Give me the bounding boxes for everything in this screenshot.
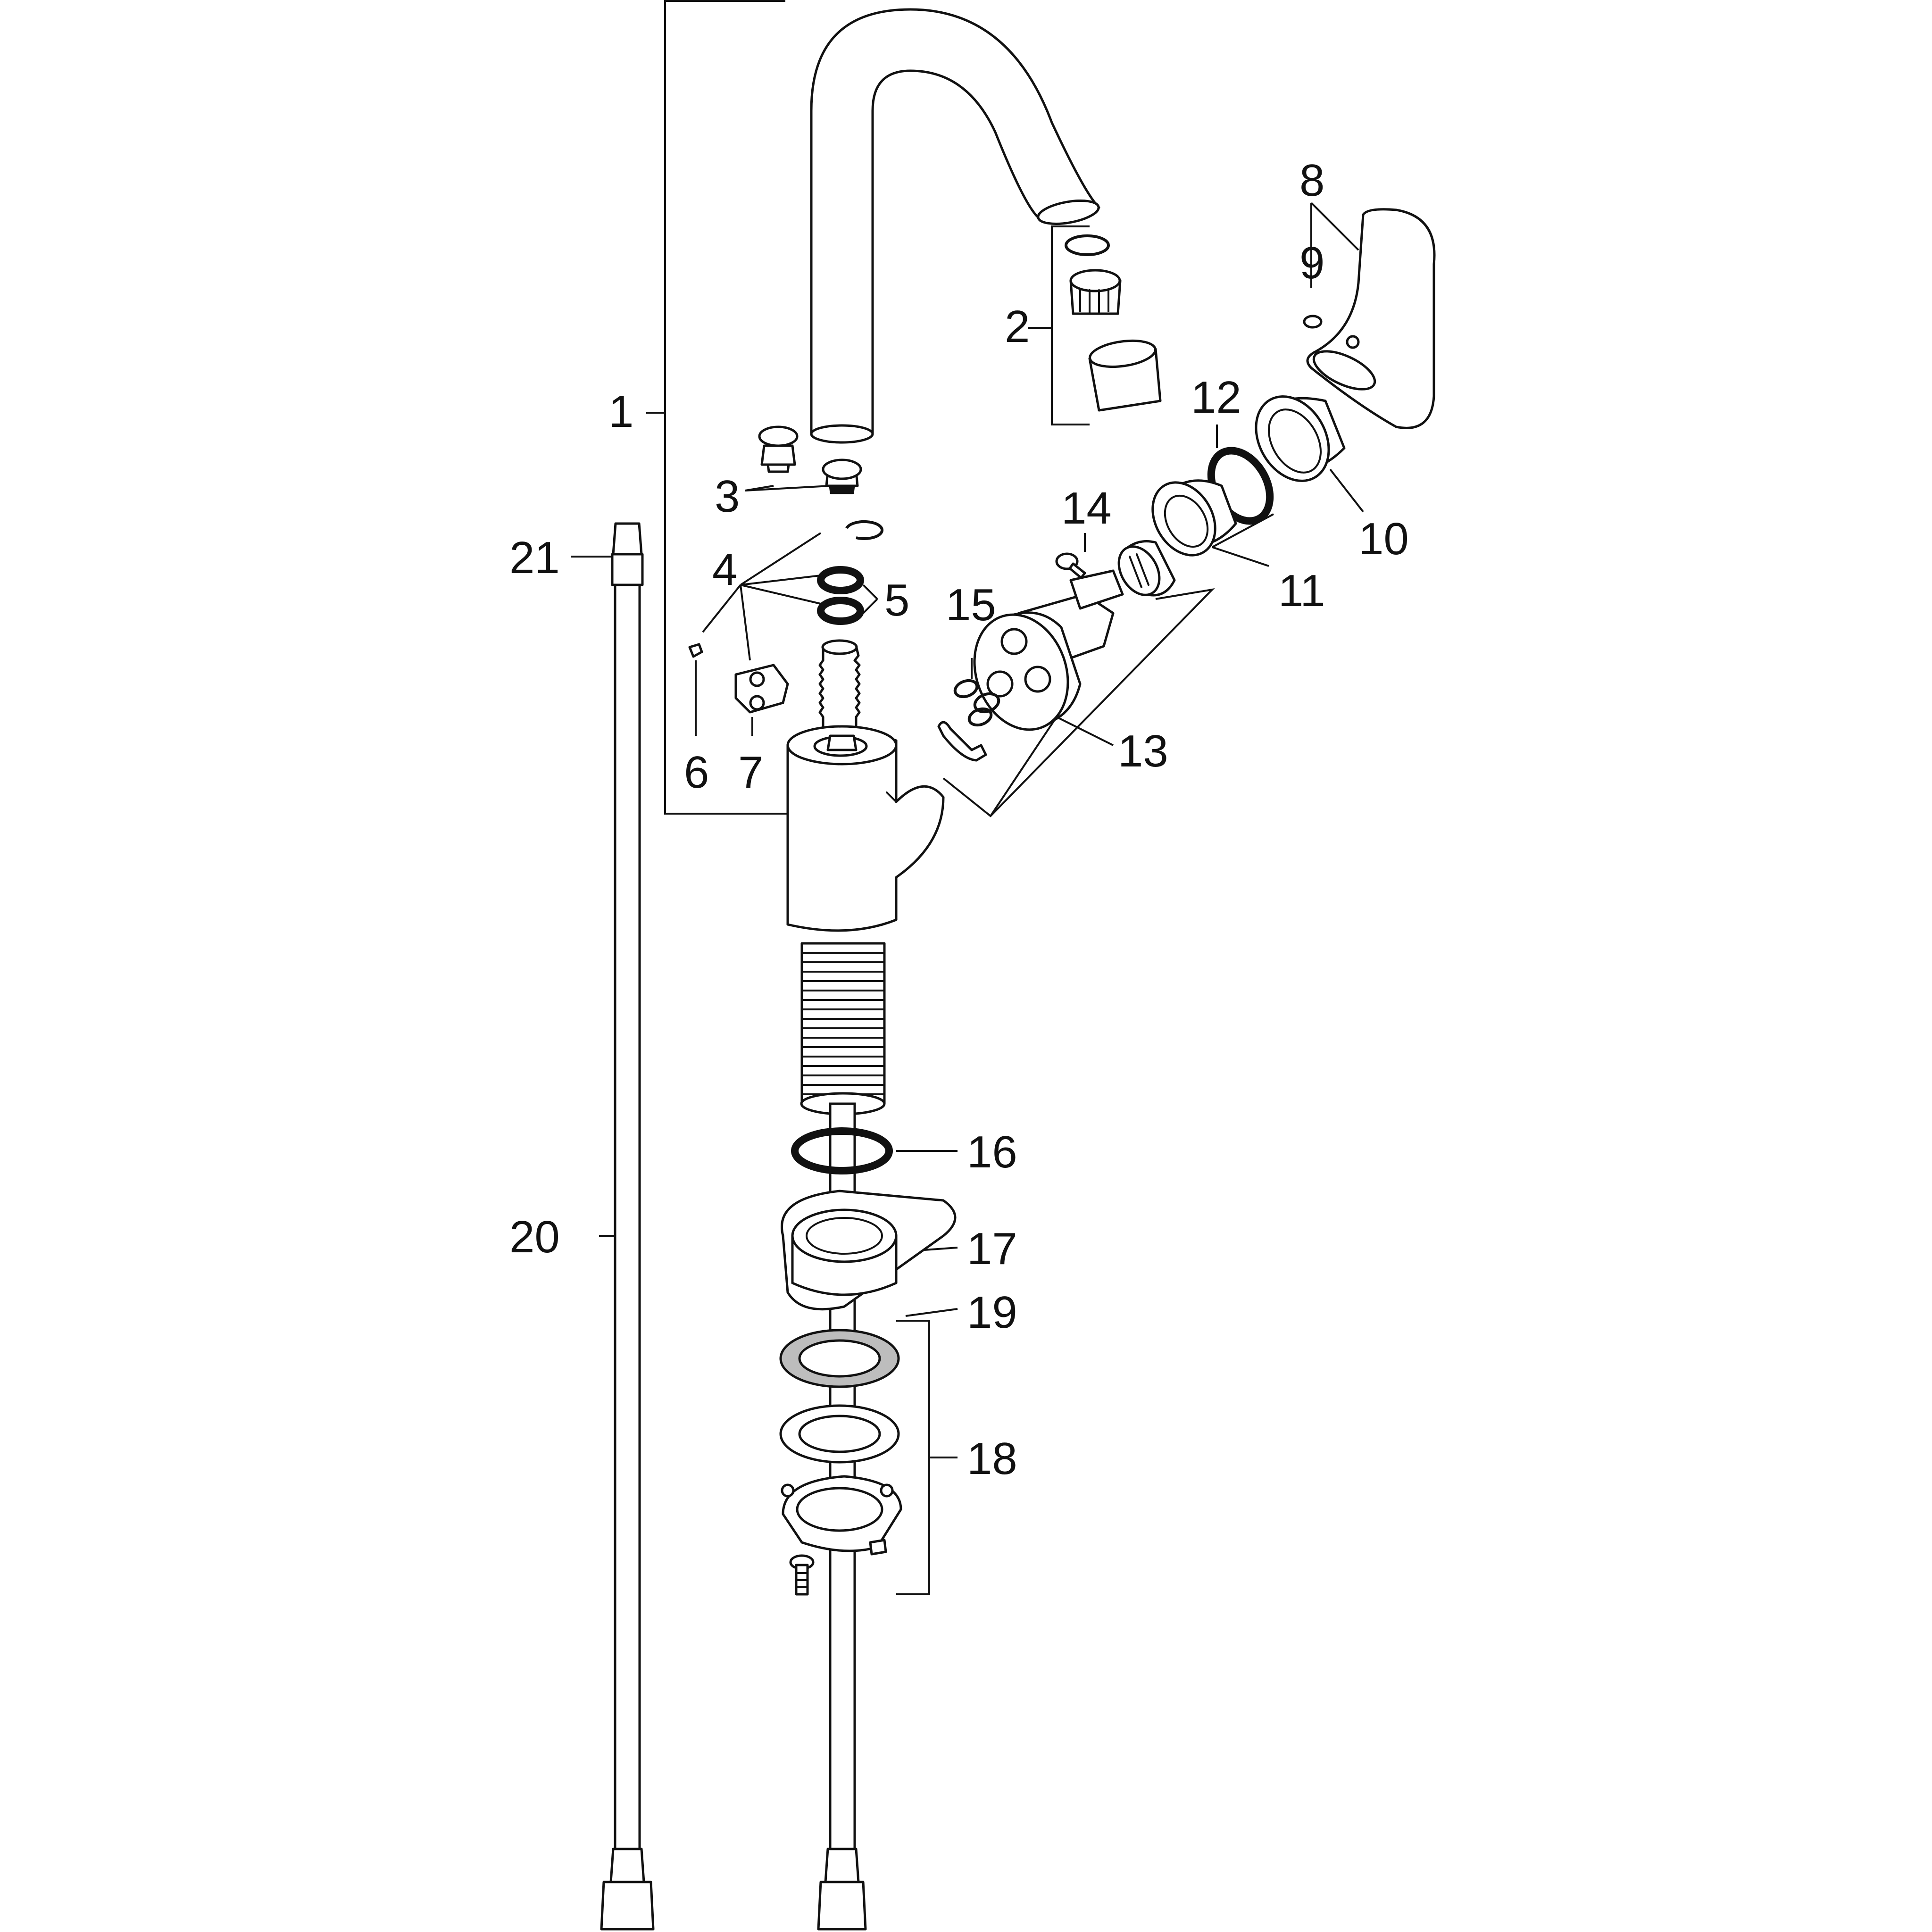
label-21: 21	[509, 533, 560, 583]
label-18: 18	[967, 1433, 1017, 1484]
o-ring-upper	[817, 566, 864, 594]
fixing-screw	[789, 1554, 815, 1596]
fixing-nut-upper	[758, 425, 799, 473]
cartridge-seals	[953, 679, 1000, 727]
label-20: 20	[509, 1212, 560, 1262]
label-13: 13	[1118, 726, 1168, 776]
label-7: 7	[738, 747, 763, 798]
fixing-nut-lower	[822, 458, 862, 494]
screw-14	[1055, 552, 1086, 579]
base-plate	[781, 1190, 957, 1311]
threaded-shank	[800, 942, 886, 1116]
cover-ring	[1255, 395, 1346, 482]
label-6: 6	[684, 747, 709, 798]
flat-washer	[779, 1404, 900, 1464]
label-16: 16	[967, 1127, 1017, 1177]
supply-hose-left	[600, 522, 655, 1931]
label-17: 17	[967, 1224, 1017, 1274]
grey-washer	[779, 1329, 900, 1388]
spout	[810, 8, 1100, 444]
label-14: 14	[1061, 483, 1112, 533]
label-1: 1	[608, 386, 633, 437]
aerator-parts	[1065, 234, 1162, 412]
label-4: 4	[712, 544, 737, 595]
label-2: 2	[1005, 301, 1030, 352]
label-15: 15	[946, 580, 996, 630]
small-screw	[688, 643, 703, 658]
label-8: 8	[1299, 155, 1324, 206]
bracket-2	[1051, 225, 1090, 425]
label-19: 19	[967, 1287, 1017, 1338]
label-9: 9	[1299, 238, 1324, 288]
tap-body	[786, 639, 945, 932]
label-11: 11	[1278, 566, 1325, 616]
leader-lines	[571, 0, 1364, 1595]
connector-block	[734, 664, 789, 714]
retaining-clip	[937, 721, 987, 762]
base-o-ring	[791, 1127, 893, 1174]
part-labels: 1 2 3 4 5 6 7 8 9 10 11 12 13 14 15 16 1…	[509, 155, 1409, 1484]
fixing-bracket	[781, 1475, 902, 1556]
label-12: 12	[1191, 372, 1241, 423]
o-ring-lower	[817, 597, 864, 625]
handle-lever	[1306, 208, 1436, 429]
label-10: 10	[1358, 514, 1409, 564]
snap-ring	[845, 520, 884, 540]
threaded-ring	[1151, 479, 1237, 557]
label-5: 5	[884, 575, 909, 625]
spindle-adapter	[1117, 540, 1176, 597]
label-3: 3	[715, 471, 740, 522]
grub-screw	[1303, 315, 1323, 329]
